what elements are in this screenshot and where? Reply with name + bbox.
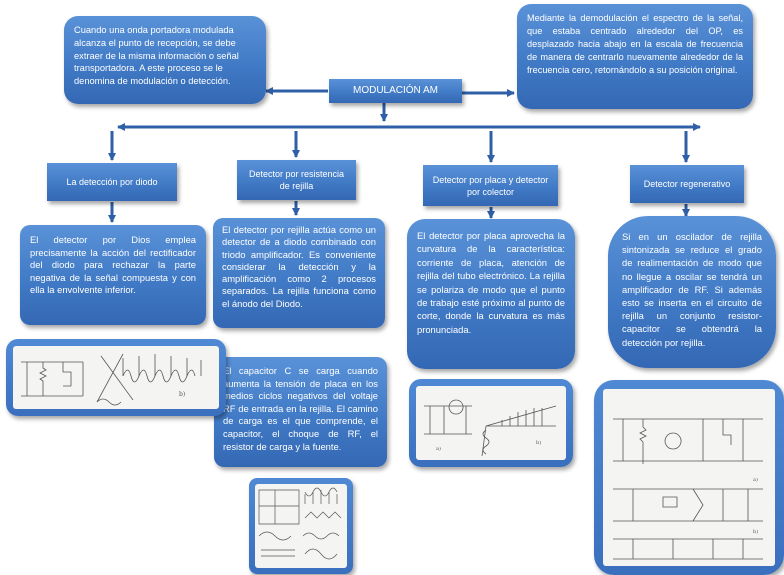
svg-text:b): b) — [536, 439, 541, 446]
branch-title-grid-label: Detector por resistencia de rejilla — [248, 169, 345, 191]
branch-title-grid: Detector por resistencia de rejilla — [237, 160, 356, 200]
central-node: MODULACIÓN AM — [329, 79, 462, 103]
intro-right-text: Mediante la demodulación el espectro de … — [527, 13, 743, 75]
svg-text:b): b) — [753, 528, 758, 535]
intro-right-box: Mediante la demodulación el espectro de … — [517, 4, 753, 109]
desc-regenerative-text: Si en un oscilador de rejilla sintonizad… — [622, 231, 762, 348]
intro-left-box: Cuando una onda portadora modulada alcan… — [64, 16, 266, 104]
circuit-image-plate: a) b) — [409, 379, 573, 467]
central-node-label: MODULACIÓN AM — [352, 85, 438, 96]
branch-title-regenerative: Detector regenerativo — [630, 165, 744, 203]
branch-title-diode-label: La detección por diodo — [66, 177, 158, 187]
desc-grid-1: El detector por rejilla actúa como un de… — [213, 218, 385, 328]
circuit-image-regenerative: a) b) — [594, 380, 784, 575]
svg-text:b): b) — [179, 391, 185, 398]
desc-plate: El detector por placa aprovecha la curva… — [407, 219, 575, 369]
branch-title-diode: La detección por diodo — [47, 163, 177, 201]
desc-diode-text: El detector por Dios emplea precisamente… — [30, 234, 196, 296]
desc-regenerative: Si en un oscilador de rejilla sintonizad… — [608, 216, 776, 368]
desc-grid-1-text: El detector por rejilla actúa como un de… — [222, 224, 376, 309]
desc-grid-2: El capacitor C se carga cuando aumenta l… — [214, 357, 387, 467]
desc-grid-2-text: El capacitor C se carga cuando aumenta l… — [223, 365, 378, 452]
branch-title-plate-label: Detector por placa y detector por colect… — [432, 174, 549, 197]
circuit-image-diode: b) — [6, 339, 226, 416]
circuit-image-grid — [249, 478, 353, 574]
svg-text:a): a) — [753, 476, 758, 483]
intro-left-text: Cuando una onda portadora modulada alcan… — [74, 25, 239, 87]
desc-plate-text: El detector por placa aprovecha la curva… — [417, 230, 565, 335]
branch-title-plate: Detector por placa y detector por colect… — [423, 165, 558, 206]
desc-diode: El detector por Dios emplea precisamente… — [20, 225, 206, 325]
branch-title-regenerative-label: Detector regenerativo — [643, 179, 731, 189]
svg-text:a): a) — [436, 445, 441, 452]
